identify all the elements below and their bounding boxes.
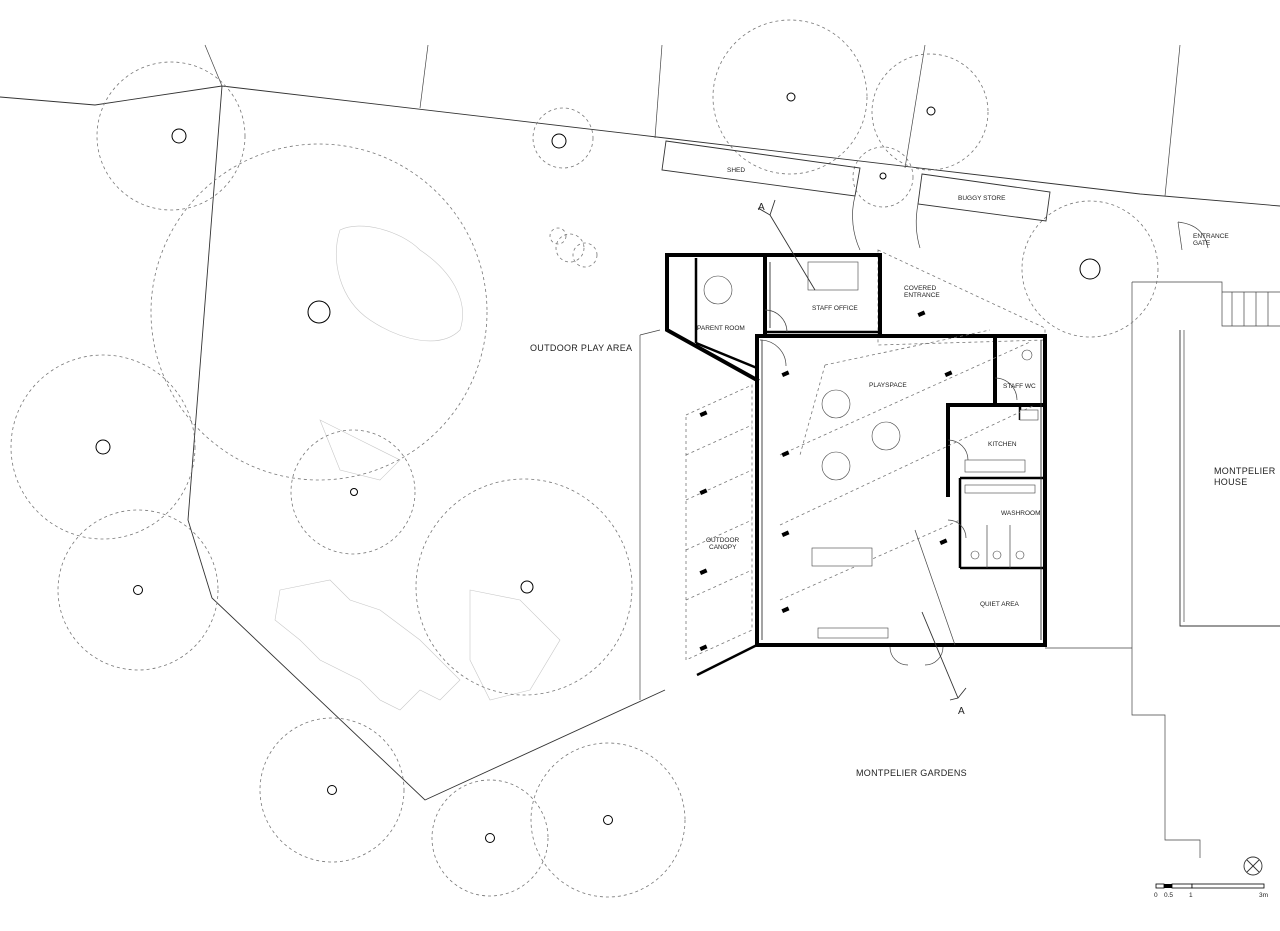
label-staff-wc: STAFF WC <box>1003 383 1036 390</box>
label-montpelier-gardens: MONTPELIER GARDENS <box>856 768 967 778</box>
label-montpelier-house-1: MONTPELIER <box>1214 466 1276 476</box>
label-montpelier-house-2: HOUSE <box>1214 477 1248 487</box>
label-kitchen: KITCHEN <box>988 441 1017 448</box>
label-section-a-top: A <box>758 202 765 213</box>
scale-tick-3: 3m <box>1259 892 1268 899</box>
label-section-a-bottom: A <box>958 706 965 717</box>
label-staff-office: STAFF OFFICE <box>812 305 858 312</box>
label-quiet-area: QUIET AREA <box>980 601 1020 608</box>
label-shed: SHED <box>727 167 745 174</box>
tree-canopies <box>10 19 1159 898</box>
label-outdoor-canopy-1: OUTDOOR <box>706 537 740 544</box>
site-boundary <box>0 44 1280 858</box>
scale-tick-1: 0.5 <box>1164 892 1173 899</box>
covered-entrance-canopy <box>877 249 1046 346</box>
scale-bar: 0 0.5 1 3m <box>1154 883 1268 899</box>
label-outdoor-play-area: OUTDOOR PLAY AREA <box>530 343 632 353</box>
scale-tick-2: 1 <box>1189 892 1193 899</box>
furniture <box>703 261 1039 639</box>
label-entrance-gate-1: ENTRANCE <box>1193 233 1229 240</box>
scale-tick-0: 0 <box>1154 892 1158 899</box>
faint-ground-features <box>274 225 561 711</box>
label-covered-entrance-1: COVERED <box>904 285 936 292</box>
label-outdoor-canopy-2: CANOPY <box>709 544 737 551</box>
buggy-store-outline <box>917 173 1051 222</box>
outbuildings <box>661 140 1051 251</box>
section-line-a <box>757 199 967 701</box>
north-arrow-icon <box>1243 856 1263 876</box>
floor-markers <box>699 310 953 652</box>
label-entrance-gate-2: GATE <box>1193 240 1211 247</box>
label-parent-room: PARENT ROOM <box>697 325 745 332</box>
label-buggy-store: BUGGY STORE <box>958 195 1006 202</box>
label-covered-entrance-2: ENTRANCE <box>904 292 940 299</box>
outdoor-canopy <box>685 384 753 661</box>
label-playspace: PLAYSPACE <box>869 382 907 389</box>
tree-trunks <box>95 92 1101 843</box>
entrance-gate <box>1177 221 1209 251</box>
building <box>665 253 1047 677</box>
label-washroom: WASHROOM <box>1001 510 1040 517</box>
room-labels: SHED BUGGY STORE ENTRANCE GATE PARENT RO… <box>530 167 1276 778</box>
montpelier-house <box>1179 330 1280 627</box>
